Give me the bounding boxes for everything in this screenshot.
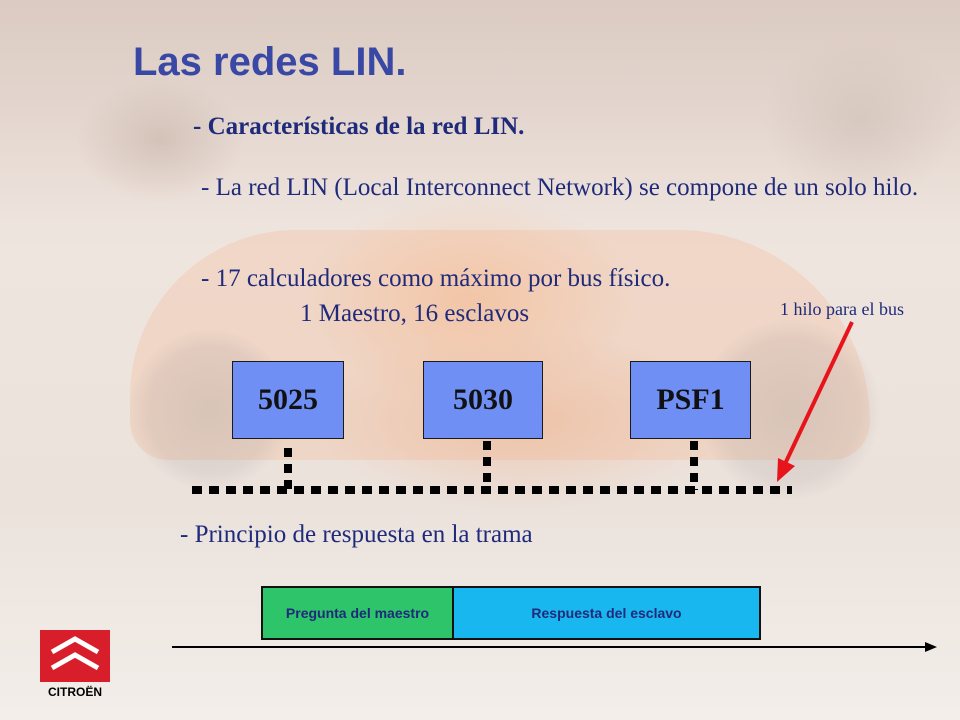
citroen-double-chevron-icon: CITROËN (40, 630, 110, 699)
slide-title: Las redes LIN. (133, 40, 407, 84)
lin-description: - La red LIN (Local Interconnect Network… (201, 174, 919, 201)
citroen-logo: CITROËN (38, 630, 112, 702)
master-slaves-text: 1 Maestro, 16 esclavos (300, 300, 530, 327)
node-box-5030: 5030 (423, 361, 543, 439)
response-principle-text: - Principio de respuesta en la trama (180, 521, 533, 548)
node-box-5025: 5025 (232, 361, 344, 439)
node-box-psf1: PSF1 (630, 361, 751, 439)
lin-frame: Pregunta del maestro Respuesta del escla… (261, 586, 761, 640)
bus-wire-note: 1 hilo para el bus (780, 299, 904, 319)
red-arrow-icon (777, 321, 854, 482)
section-subtitle: - Características de la red LIN. (193, 113, 525, 140)
background-buildings (0, 0, 960, 220)
frame-slave-response: Respuesta del esclavo (454, 588, 759, 638)
max-calculators-text: - 17 calculadores como máximo por bus fí… (201, 265, 671, 292)
citroen-wordmark: CITROËN (48, 684, 102, 699)
frame-master-question: Pregunta del maestro (263, 588, 454, 638)
time-axis-arrow-icon (172, 642, 937, 652)
